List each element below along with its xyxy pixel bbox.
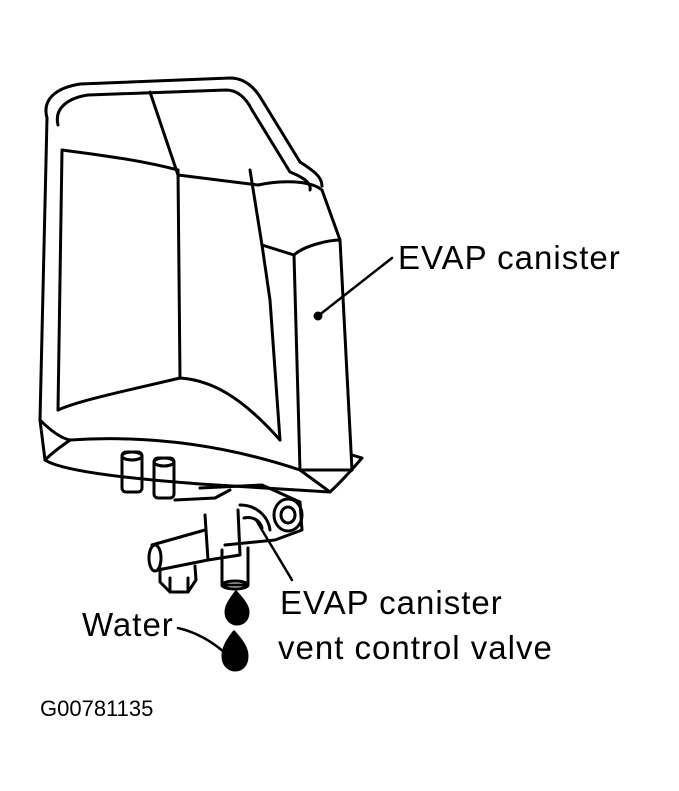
canister-ports [120,450,232,502]
water-drops [221,590,250,672]
leader-lines [176,256,394,654]
figure-code: G00781135 [40,696,154,721]
label-vent-valve-line2: vent control valve [278,629,553,666]
vent-control-valve [147,483,304,594]
label-vent-valve-line1: EVAP canister [280,584,503,621]
water-drop-2 [221,630,249,672]
leader-canister [316,256,394,318]
leader-water [176,626,226,654]
label-water: Water [82,606,174,643]
label-evap-canister: EVAP canister [398,239,621,276]
water-drop-1 [224,590,250,626]
evap-canister [38,76,364,494]
leader-valve [254,518,294,582]
